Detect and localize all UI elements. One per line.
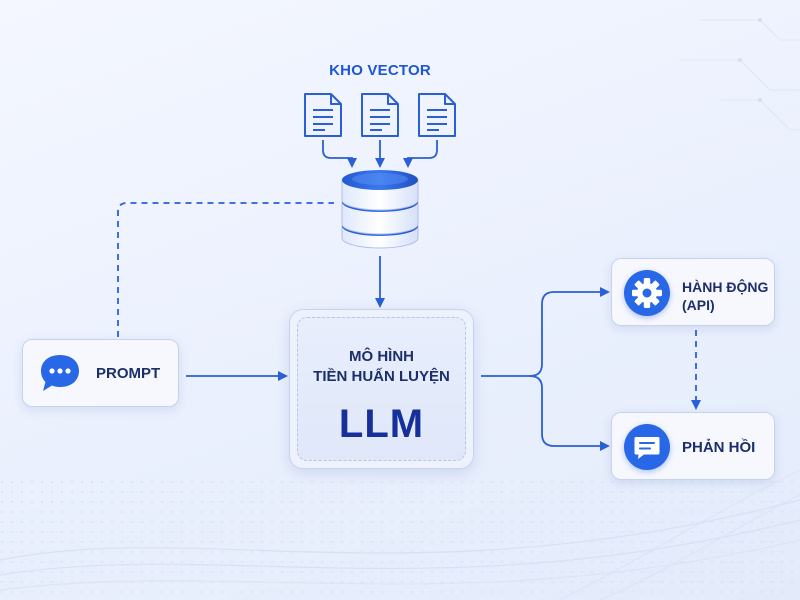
- model-node: MÔ HÌNH TIỀN HUẤN LUYỆN LLM: [289, 309, 474, 469]
- document-icon: [304, 93, 342, 137]
- action-label-line2: (API): [682, 297, 715, 313]
- database-icon: [341, 170, 419, 249]
- gear-icon: [624, 270, 670, 316]
- action-node: HÀNH ĐỘNG (API): [611, 258, 775, 326]
- prompt-label: PROMPT: [96, 365, 161, 382]
- model-inner-panel: MÔ HÌNH TIỀN HUẤN LUYỆN LLM: [297, 317, 466, 461]
- message-icon: [624, 424, 670, 470]
- model-name: LLM: [338, 402, 425, 446]
- document-icon: [418, 93, 456, 137]
- response-node: PHẢN HỒI: [611, 412, 775, 480]
- action-label-line1: HÀNH ĐỘNG: [682, 279, 769, 295]
- prompt-to-db-dashed: [117, 202, 334, 337]
- vector-store-title: KHO VECTOR: [329, 62, 431, 79]
- prompt-node: PROMPT: [22, 339, 179, 407]
- model-to-response-arrow: [529, 375, 610, 451]
- model-title-line1: MÔ HÌNH: [349, 348, 414, 365]
- doc-right-arrow: [403, 140, 438, 168]
- response-label: PHẢN HỒI: [682, 439, 756, 456]
- model-to-action-arrow: [529, 287, 610, 377]
- chat-bubble-icon: [41, 355, 79, 391]
- document-icon: [361, 93, 399, 137]
- model-title-line2: TIỀN HUẤN LUYỆN: [313, 368, 450, 385]
- doc-left-arrow: [322, 140, 357, 168]
